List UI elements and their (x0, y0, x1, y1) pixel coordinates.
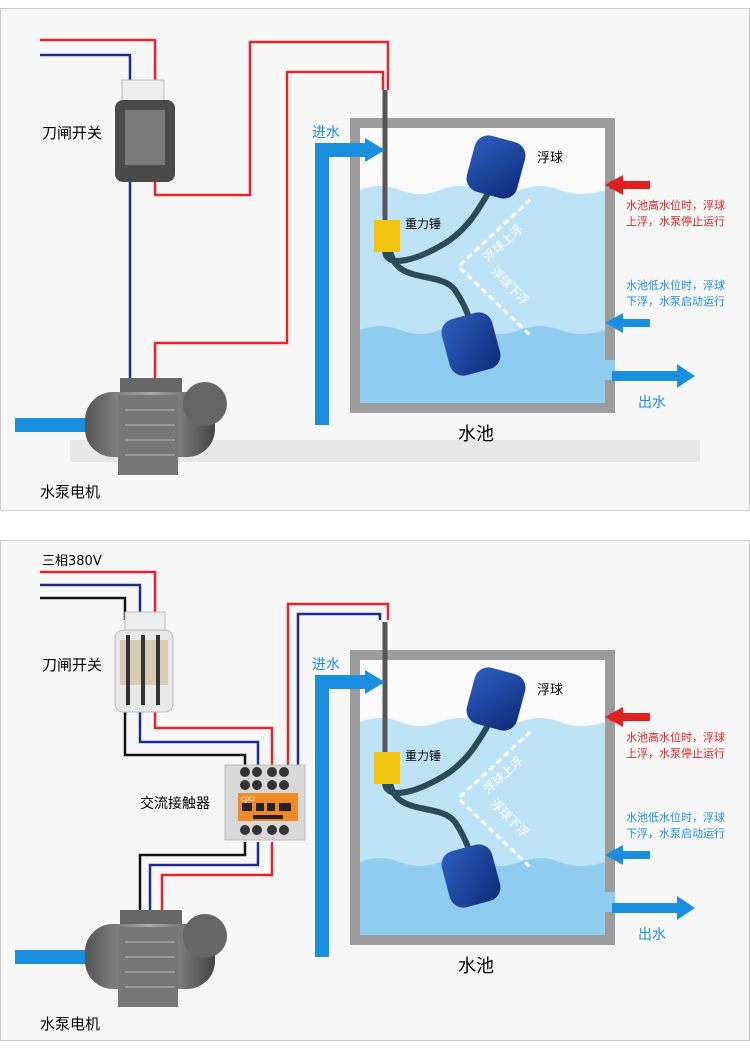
outlet-label: 出水 (638, 395, 666, 411)
pump-label: 水泵电机 (40, 1015, 100, 1033)
weight-label: 重力锤 (405, 748, 441, 763)
switch-label: 刀闸开关 (42, 656, 102, 674)
low-level-note-1: 水池低水位时，浮球 (626, 278, 725, 292)
contactor-label: 交流接触器 (140, 795, 210, 812)
outlet-label: 出水 (638, 927, 666, 943)
low-level-note-1: 水池低水位时，浮球 (626, 810, 725, 824)
knife-switch-icon (114, 611, 174, 713)
inlet-label: 进水 (312, 657, 340, 673)
inlet-label: 进水 (312, 125, 340, 141)
wires (40, 570, 390, 912)
tank-label: 水池 (458, 956, 494, 977)
float-label: 浮球 (537, 683, 563, 698)
pump-label: 水泵电机 (40, 483, 100, 501)
high-level-note-1: 水池高水位时，浮球 (626, 198, 725, 212)
contactor-icon: CJX2 (224, 764, 306, 841)
panel-three-phase: CJX2 三相380V 刀闸开关 交流接触器 进水 浮球 重力锤 浮球上浮 浮球… (0, 540, 750, 1041)
panel-single-phase: 刀闸开关 进水 浮球 重力锤 浮球上浮 浮球下浮 水池高水位时，浮球 上浮，水泵… (0, 8, 750, 511)
high-level-note-2: 上浮，水泵停止运行 (626, 214, 725, 228)
wires (40, 38, 390, 380)
low-level-note-2: 下浮，水泵启动运行 (626, 827, 725, 840)
low-level-note-2: 下浮，水泵启动运行 (626, 295, 725, 308)
high-level-note-1: 水池高水位时，浮球 (626, 730, 725, 744)
switch-label: 刀闸开关 (42, 124, 102, 142)
float-label: 浮球 (537, 151, 563, 166)
knife-switch-icon (115, 79, 175, 182)
tank-label: 水池 (458, 424, 494, 445)
power-label: 三相380V (42, 554, 102, 569)
weight-label: 重力锤 (405, 216, 441, 231)
high-level-note-2: 上浮，水泵停止运行 (626, 746, 725, 760)
contactor-model: CJX2 (241, 796, 255, 803)
